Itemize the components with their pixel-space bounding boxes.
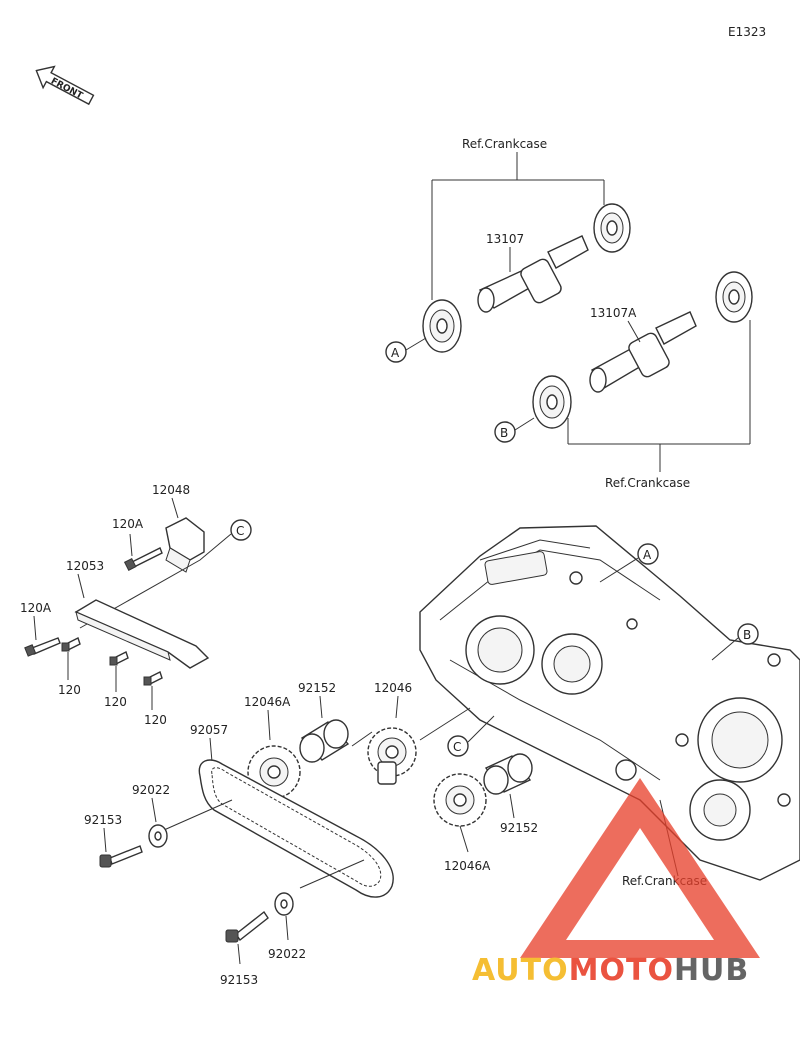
label-92152-lower: 92152 [500, 821, 538, 835]
callout-c-crankcase [447, 735, 469, 757]
ref-bracket-mid [567, 320, 751, 472]
tensioner-12048 [165, 517, 205, 573]
callout-b-top [494, 421, 516, 443]
bolt-92153-upper [99, 845, 143, 868]
ref-crankcase-top: Ref.Crankcase [462, 137, 547, 151]
label-12046A-upper: 12046A [244, 695, 291, 709]
label-12053: 12053 [66, 559, 104, 573]
shaft-13107A [589, 311, 697, 393]
bearing-b [532, 375, 572, 429]
crankcase-body [419, 525, 800, 881]
callout-a-crankcase [637, 543, 659, 565]
watermark-logo: AUTOMOTOHUB [472, 778, 760, 988]
shaft-13107 [477, 235, 589, 313]
svg-text:C: C [453, 740, 461, 754]
label-92057: 92057 [190, 723, 228, 737]
ref-bracket-top [431, 152, 605, 300]
label-12048: 12048 [152, 483, 190, 497]
label-120A-left: 120A [20, 601, 52, 615]
collar-92152-upper [299, 719, 350, 763]
chain-92057 [198, 759, 394, 898]
label-120-a: 120 [58, 683, 81, 697]
ref-crankcase-mid: Ref.Crankcase [605, 476, 690, 490]
svg-text:C: C [236, 524, 244, 538]
bolt-120A-upper [123, 547, 163, 571]
label-13107A: 13107A [590, 306, 637, 320]
bolt-120-a [61, 637, 81, 652]
label-12046A-lower: 12046A [444, 859, 491, 873]
bolt-120-b [109, 651, 129, 666]
bolt-92153-lower [225, 910, 269, 943]
svg-text:B: B [743, 628, 751, 642]
label-120-b: 120 [104, 695, 127, 709]
watermark-triangle-icon [520, 778, 760, 958]
bearing-upper-right [593, 203, 631, 253]
label-120-c: 120 [144, 713, 167, 727]
svg-text:B: B [500, 426, 508, 440]
label-13107: 13107 [486, 232, 524, 246]
chain-guide-12053 [74, 599, 210, 669]
label-92152-upper: 92152 [298, 681, 336, 695]
front-label: FRONT [49, 76, 85, 101]
label-12046: 12046 [374, 681, 412, 695]
diagram-code: E1323 [728, 25, 766, 39]
label-92022-upper: 92022 [132, 783, 170, 797]
washer-92022-lower [274, 892, 294, 916]
front-arrow-icon: FRONT [35, 65, 95, 106]
watermark-text: AUTOMOTOHUB [472, 953, 749, 988]
bolt-120A-left [24, 637, 61, 657]
sprocket-12046A-lower [433, 773, 487, 827]
svg-text:A: A [391, 346, 400, 360]
sprocket-12046 [367, 727, 417, 785]
callout-c-left [230, 519, 252, 541]
label-92153-upper: 92153 [84, 813, 122, 827]
label-120A-upper: 120A [112, 517, 144, 531]
label-92022-lower: 92022 [268, 947, 306, 961]
washer-92022-upper [148, 824, 168, 848]
bearing-right [715, 271, 753, 323]
svg-text:A: A [643, 548, 652, 562]
bearing-a [422, 299, 462, 353]
callout-a-top [385, 341, 407, 363]
label-92153-lower: 92153 [220, 973, 258, 987]
callout-b-crankcase [737, 623, 759, 645]
bolt-120-c [143, 671, 163, 686]
collar-92152-lower [483, 753, 533, 795]
